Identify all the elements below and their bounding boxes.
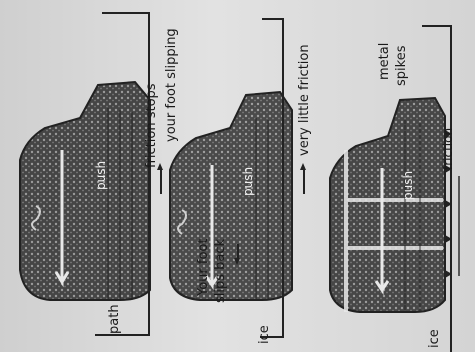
slip-arrow-head bbox=[234, 258, 240, 265]
push-label-1: push bbox=[95, 161, 107, 190]
surface-line-3 bbox=[450, 25, 452, 352]
surface-label-path: path bbox=[108, 304, 121, 334]
surface-label-ice-2: ice bbox=[258, 325, 271, 344]
push-label-3: push bbox=[402, 171, 414, 200]
panel-path: push friction stops your foot slipping p… bbox=[0, 0, 180, 352]
surface-line-1 bbox=[148, 12, 150, 334]
boot-illustration-1 bbox=[0, 0, 180, 352]
friction-arrow-head-2 bbox=[300, 163, 306, 170]
friction-dash-line bbox=[458, 176, 460, 276]
friction-label-3: friction bbox=[442, 128, 454, 170]
spikes-label-line2: spikes bbox=[395, 46, 408, 86]
push-label-2: push bbox=[242, 167, 254, 196]
surface-label-ice-3: ice bbox=[428, 329, 441, 348]
surface-tick-top-2 bbox=[262, 18, 284, 20]
panel-spikes: push metal spikes friction ice bbox=[310, 0, 475, 352]
spikes-label-line1: metal bbox=[378, 43, 391, 80]
surface-line-2 bbox=[282, 18, 284, 336]
friction-arrow-shaft-2 bbox=[303, 168, 305, 194]
slip-label-line1: Your foot bbox=[197, 239, 210, 296]
panel-ice: push very little friction Your foot slip… bbox=[160, 0, 330, 352]
friction-label-line1: friction stops bbox=[145, 83, 158, 168]
surface-tick-bottom-1 bbox=[95, 334, 150, 336]
surface-tick-top-1 bbox=[102, 12, 150, 14]
surface-tick-top-3 bbox=[422, 25, 452, 27]
slip-label-line2: slips back bbox=[214, 239, 227, 303]
